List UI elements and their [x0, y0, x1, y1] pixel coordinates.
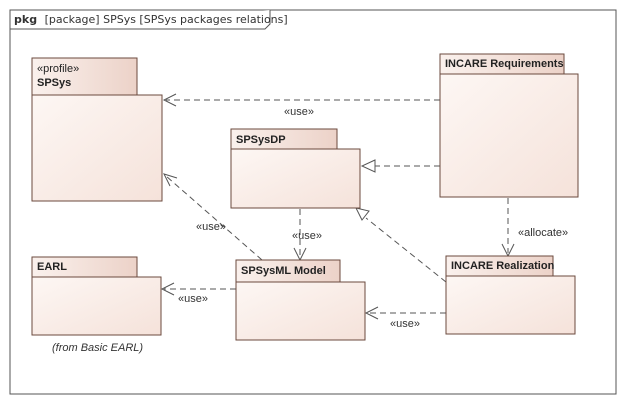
import-realization-to-spsysdp[interactable] [355, 207, 447, 283]
package-incare-requirements[interactable]: INCARE Requirements [439, 53, 579, 198]
package-spsys-stereotype: «profile» [37, 63, 79, 75]
dependency-model-to-earl[interactable] [160, 282, 236, 296]
dependency-req-to-spsys[interactable] [162, 93, 440, 107]
dependency-label-req-to-spsys: «use» [284, 106, 314, 118]
dependency-realization-to-model[interactable] [364, 306, 446, 320]
package-spsysdp-name: SPSysDP [236, 134, 286, 146]
package-spsysml-model[interactable]: SPSysML Model [235, 259, 366, 341]
package-spsysdp[interactable]: SPSysDP [230, 128, 361, 209]
connectors: «use» «use» «use» «allocate» [160, 93, 568, 330]
package-earl[interactable]: EARL [31, 256, 162, 336]
dependency-label-dp-to-model: «use» [292, 230, 322, 242]
package-earl-name: EARL [37, 261, 67, 273]
dependency-label-model-to-spsys: «use» [196, 221, 226, 233]
dependency-label-req-to-realization: «allocate» [518, 227, 568, 239]
package-incare-requirements-name: INCARE Requirements [445, 58, 564, 70]
svg-text:pkg [package] SPSys [SPS: pkg [package] SPSys [SPSys packages rela… [14, 13, 288, 26]
import-req-to-spsysdp[interactable] [360, 159, 440, 173]
package-earl-origin-note: (from Basic EARL) [52, 342, 143, 354]
dependency-label-realization-to-model: «use» [390, 318, 420, 330]
package-incare-realization-name: INCARE Realization [451, 260, 555, 272]
dependency-label-model-to-earl: «use» [178, 293, 208, 305]
frame-keyword: pkg [14, 13, 37, 26]
frame-title: [package] SPSys [SPSys packages relation… [45, 13, 288, 26]
package-spsys-name: SPSys [37, 77, 71, 89]
package-spsysml-model-name: SPSysML Model [241, 265, 326, 277]
package-spsys[interactable]: «profile» SPSys [31, 57, 163, 202]
package-incare-realization[interactable]: INCARE Realization [445, 255, 576, 335]
dependency-model-to-spsys[interactable] [163, 173, 263, 261]
